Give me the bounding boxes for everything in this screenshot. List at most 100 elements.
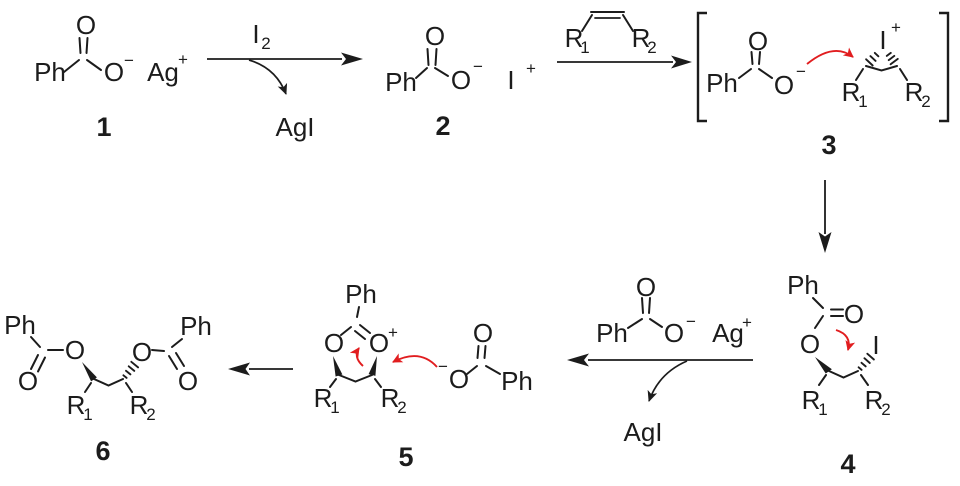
arrowhead (341, 52, 363, 66)
atom-o: O (425, 21, 445, 51)
atom-ph: Ph (385, 67, 417, 97)
double-bond (648, 297, 651, 314)
double-bond (434, 48, 438, 66)
minus-charge: − (438, 357, 448, 376)
group-r2-sub: 2 (397, 398, 406, 417)
structure-6: Ph O O O O Ph R 1 R 2 6 (4, 310, 212, 466)
wedge-bond (368, 356, 377, 376)
double-bond (641, 297, 644, 314)
arrowhead (671, 55, 692, 69)
bond (151, 349, 165, 352)
bond (627, 318, 643, 329)
atom-o: O (104, 57, 124, 87)
byproduct-agi: AgI (623, 417, 662, 447)
wedge-bond (333, 356, 343, 377)
group-r1: R (565, 23, 584, 53)
bond (818, 374, 827, 386)
group-r2: R (381, 383, 400, 413)
atom-o: O (178, 366, 198, 396)
double-bond (750, 51, 754, 65)
group-r2-sub: 2 (647, 38, 656, 57)
group-r2: R (905, 77, 924, 107)
compound-number-2: 2 (435, 111, 450, 141)
double-bond (175, 352, 185, 367)
group-r2: R (865, 385, 884, 415)
group-r1-sub: 1 (818, 400, 827, 419)
atom-ag: Ag (147, 57, 179, 87)
atom-i: I (872, 330, 879, 360)
arrowhead (228, 362, 250, 376)
reaction-arrow-5 (228, 362, 293, 376)
bond (374, 378, 382, 388)
bond (356, 306, 360, 318)
atom-o: O (664, 318, 684, 348)
byproduct-agi: AgI (275, 112, 314, 142)
c-c-bond (338, 374, 373, 383)
structure-1: Ph O O − Ag + 1 (34, 10, 188, 142)
atom-o: O (774, 70, 794, 100)
plus-charge: + (742, 313, 752, 332)
group-r2-sub: 2 (146, 405, 155, 424)
mechanism-arrow-benzoate-to-iodonium (806, 47, 854, 65)
bond (415, 67, 428, 79)
atom-ph: Ph (345, 279, 377, 309)
minus-charge: − (124, 51, 134, 70)
bond (758, 68, 773, 79)
atom-ph: Ph (4, 310, 36, 340)
hashed-bond-right (885, 51, 899, 66)
reagent-i2-sub: 2 (261, 34, 270, 53)
double-bond (359, 324, 371, 334)
bond (622, 14, 634, 32)
atom-o: O (636, 272, 656, 302)
atom-ph: Ph (180, 311, 212, 341)
right-bracket (939, 11, 950, 123)
double-bond (30, 354, 39, 370)
reaction-arrow-1: I 2 AgI (207, 19, 363, 142)
atom-o: O (748, 26, 768, 56)
bond (340, 326, 352, 336)
group-r1: R (67, 390, 86, 420)
reaction-arrow-3 (818, 180, 832, 253)
mechanism-arrow-ring (349, 347, 364, 367)
bond (581, 14, 593, 32)
bond (84, 382, 92, 393)
bond (125, 382, 133, 393)
bond (30, 336, 41, 348)
left-bracket (696, 11, 707, 123)
byproduct-curved-arrow (647, 360, 688, 402)
hashed-bond-left (865, 51, 880, 67)
group-r1-sub: 1 (83, 405, 92, 424)
compound-number-4: 4 (840, 449, 855, 479)
wedge-bond (815, 357, 832, 374)
double-bond (426, 48, 430, 66)
atom-i: I (507, 65, 514, 95)
double-bond (483, 345, 487, 359)
reaction-arrow-4: O Ph O − Ag + AgI (567, 272, 753, 447)
minus-charge: − (686, 312, 696, 331)
atom-ag: Ag (712, 318, 744, 348)
atom-ph: Ph (706, 68, 738, 98)
atom-ph: Ph (34, 57, 66, 87)
bond (63, 59, 80, 73)
c-c-bond (828, 370, 859, 379)
bond (899, 68, 908, 81)
structure-2: Ph O O − I + 2 (385, 21, 536, 141)
group-r1-sub: 1 (330, 398, 339, 417)
arrowhead (567, 353, 589, 367)
cis-alkene: R 1 R 2 (565, 11, 657, 57)
compound-number-1: 1 (96, 112, 111, 142)
atom-o: O (473, 318, 493, 348)
double-bond (168, 355, 178, 370)
double-bond (85, 37, 89, 54)
benzoate-anion: − O O Ph (438, 318, 533, 396)
mechanism-arrow-neighboring-group (835, 329, 856, 351)
bond (738, 68, 752, 79)
double-bond (78, 37, 82, 54)
atom-i: I (879, 25, 886, 55)
group-r1-sub: 1 (858, 92, 867, 111)
structure-3: Ph O O − I + R 1 R 2 3 (696, 11, 950, 160)
double-bond (758, 51, 761, 65)
structure-5: Ph O O + R 1 R 2 − O O Ph 5 (314, 279, 533, 472)
minus-charge: − (473, 57, 483, 76)
bond (86, 59, 102, 71)
